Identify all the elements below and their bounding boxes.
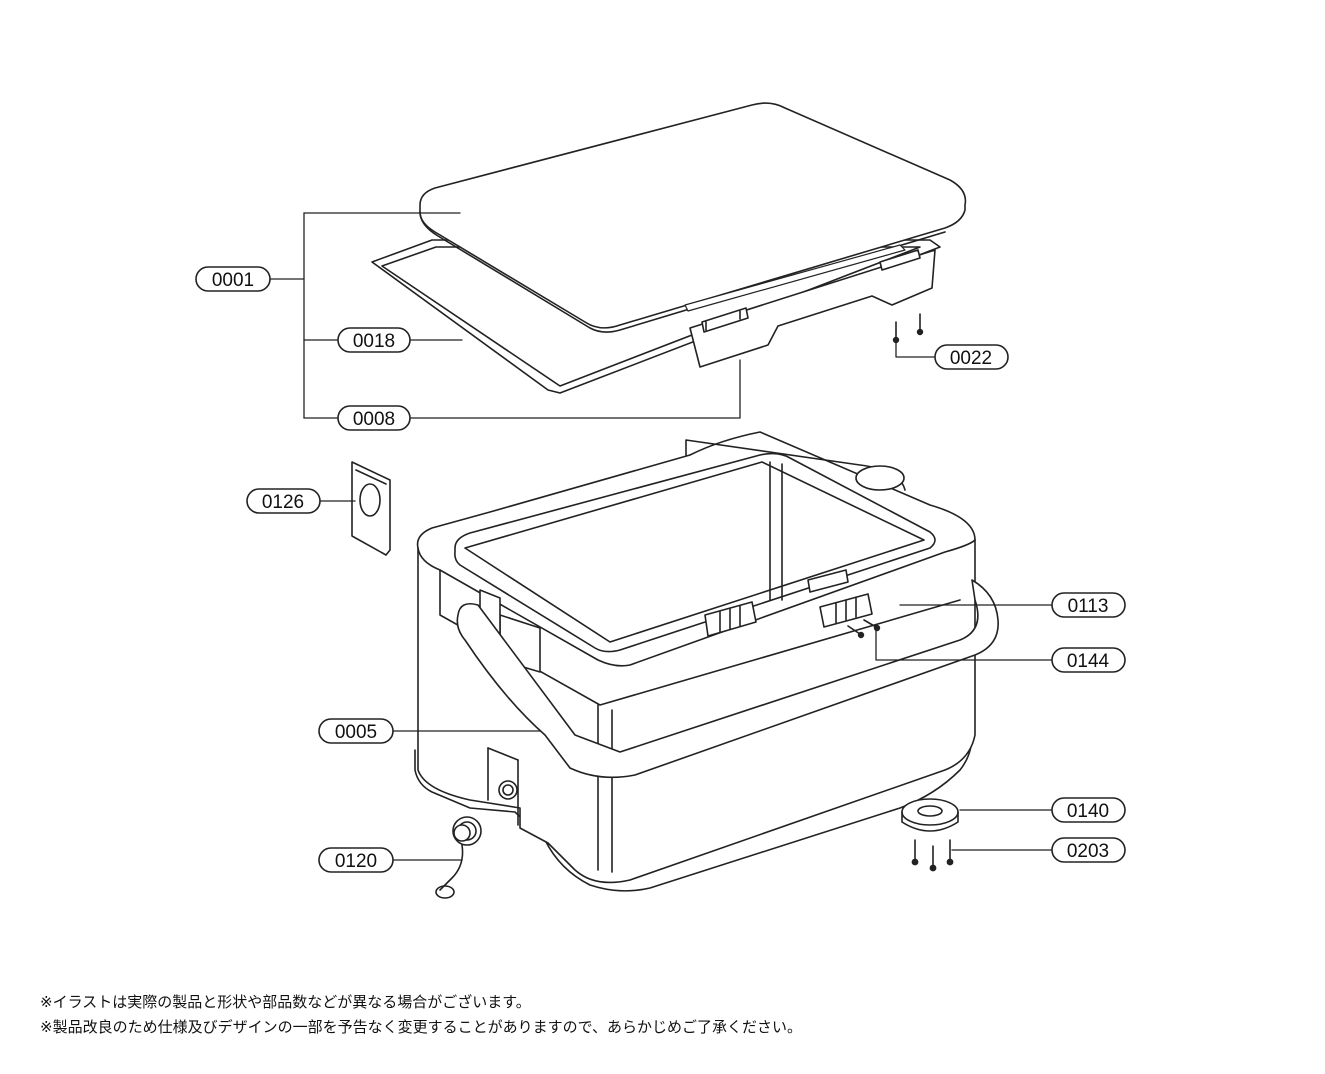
svg-text:0120: 0120: [335, 851, 377, 872]
part-label-0008: 0008: [337, 405, 411, 431]
svg-text:0001: 0001: [212, 270, 254, 291]
exploded-parts-diagram: 0001 0018 0008 0022 0126 0113 0144 0005 …: [195, 102, 1126, 899]
svg-text:0008: 0008: [353, 409, 395, 430]
svg-text:0203: 0203: [1067, 841, 1109, 862]
part-label-0113: 0113: [1051, 592, 1126, 618]
svg-text:0022: 0022: [950, 348, 992, 369]
lid-top-0001: [419, 102, 967, 333]
part-label-0144: 0144: [1051, 647, 1126, 673]
footnotes: ※イラストは実際の製品と形状や部品数などが異なる場合がございます。 ※製品改良の…: [40, 990, 1300, 1040]
leader-lines: [269, 212, 1053, 861]
latch-0113: [704, 593, 873, 637]
svg-text:0005: 0005: [335, 722, 377, 743]
screws-0203: [911, 839, 954, 872]
drain-cap-0120: [435, 816, 482, 899]
screws-0144: [847, 619, 881, 639]
part-label-0140: 0140: [1051, 797, 1126, 823]
lid-hinge-plate-0008: [689, 249, 936, 368]
part-label-0001: 0001: [195, 266, 271, 292]
svg-text:0126: 0126: [262, 492, 304, 513]
part-label-0018: 0018: [337, 327, 411, 353]
drain-port: [498, 780, 518, 800]
carry-handle: [456, 579, 999, 779]
svg-text:0140: 0140: [1067, 801, 1109, 822]
svg-text:0113: 0113: [1068, 596, 1109, 617]
footnote-illustration-disclaimer: ※イラストは実際の製品と形状や部品数などが異なる場合がございます。: [40, 993, 531, 1011]
cooler-body-0005: [414, 431, 976, 892]
part-label-0005: 0005: [318, 718, 394, 744]
footnote-spec-change-disclaimer: ※製品改良のため仕様及びデザインの一部を予告なく変更することがありますので、あら…: [40, 1018, 802, 1036]
svg-text:0144: 0144: [1067, 651, 1110, 672]
part-label-0126: 0126: [246, 488, 321, 514]
part-label-0203: 0203: [1051, 837, 1126, 863]
screws-0022: [892, 313, 924, 344]
bracket-0126: [351, 461, 391, 556]
part-label-0120: 0120: [318, 847, 394, 873]
foot-0140: [901, 798, 959, 832]
svg-text:0018: 0018: [353, 331, 395, 352]
part-label-0022: 0022: [934, 344, 1009, 370]
